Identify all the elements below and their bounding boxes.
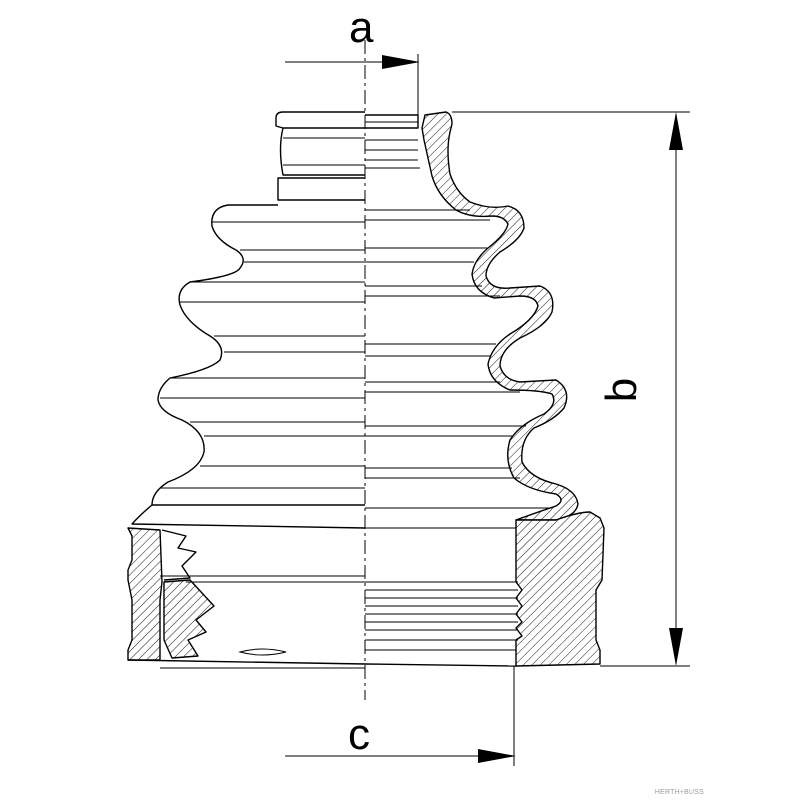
brand-watermark: HERTH+BUSS <box>654 789 704 796</box>
dimension-c <box>285 666 516 766</box>
boot-section-half <box>364 111 605 667</box>
dimension-a <box>285 54 420 118</box>
boot-exterior-half <box>127 111 366 669</box>
dimension-b <box>452 111 690 667</box>
dimension-label-c: c <box>348 710 370 759</box>
dimension-label-a: a <box>349 3 374 52</box>
dimension-label-b: b <box>597 377 647 403</box>
